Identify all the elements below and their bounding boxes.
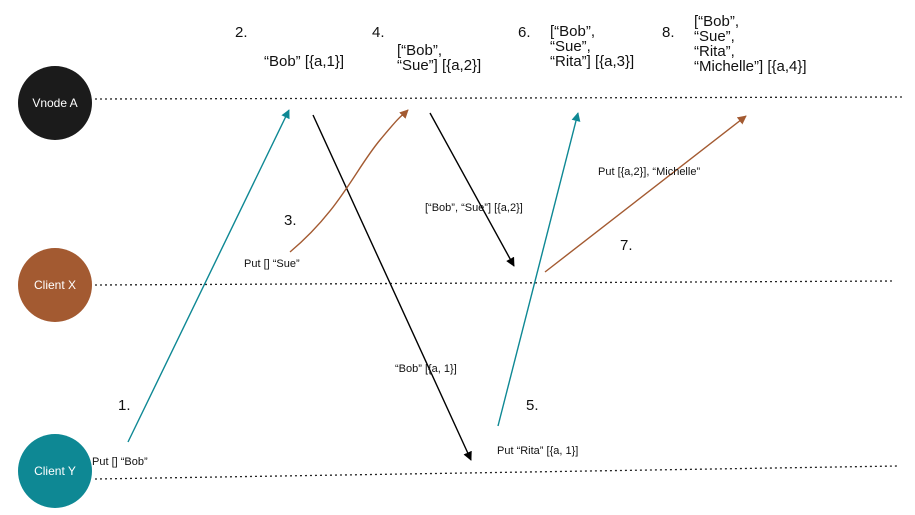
step-2: 2. [235,24,248,41]
node-vnode-a: Vnode A [18,66,92,140]
message-put-michelle: Put [{a,2}], “Michelle” [598,166,701,178]
arrow-reply-bob [312,114,472,461]
state-4: [“Bob”, “Sue”] [{a,2}] [397,42,482,74]
step-3: 3. [284,212,297,229]
timeline-client-x [94,280,896,286]
state-2: “Bob” [{a,1}] [264,53,345,70]
state-6: [“Bob”, “Sue”, “Rita”] [{a,3}] [550,23,635,70]
arrow-reply-bob-sue [429,112,515,267]
step-7: 7. [620,237,633,254]
message-put-sue: Put [] “Sue” [244,258,300,270]
timeline-vnode-a [94,96,906,100]
message-reply-bob-sue: [“Bob”, “Sue”] [{a,2}] [425,202,523,214]
node-client-x-label: Client X [33,278,77,292]
step-4: 4. [372,24,385,41]
state-8: [“Bob”, “Sue”, “Rita”, “Michelle”] [{a,4… [694,13,807,75]
step-6: 6. [518,24,531,41]
node-vnode-a-label: Vnode A [32,96,78,110]
arrow-put-rita [497,112,581,427]
message-reply-bob: “Bob” [{a, 1}] [395,363,457,375]
node-client-y-label: Client Y [34,464,76,478]
message-put-rita: Put “Rita” [{a, 1}] [497,445,579,457]
timeline-client-y [94,465,899,480]
step-5: 5. [526,397,539,414]
arrow-put-michelle [544,115,747,273]
message-put-bob: Put [] “Bob” [92,456,148,468]
arrow-put-sue [289,109,409,253]
step-8: 8. [662,24,675,41]
node-client-x: Client X [18,248,92,322]
step-1: 1. [118,397,131,414]
node-client-y: Client Y [18,434,92,508]
arrow-put-bob [127,109,290,443]
